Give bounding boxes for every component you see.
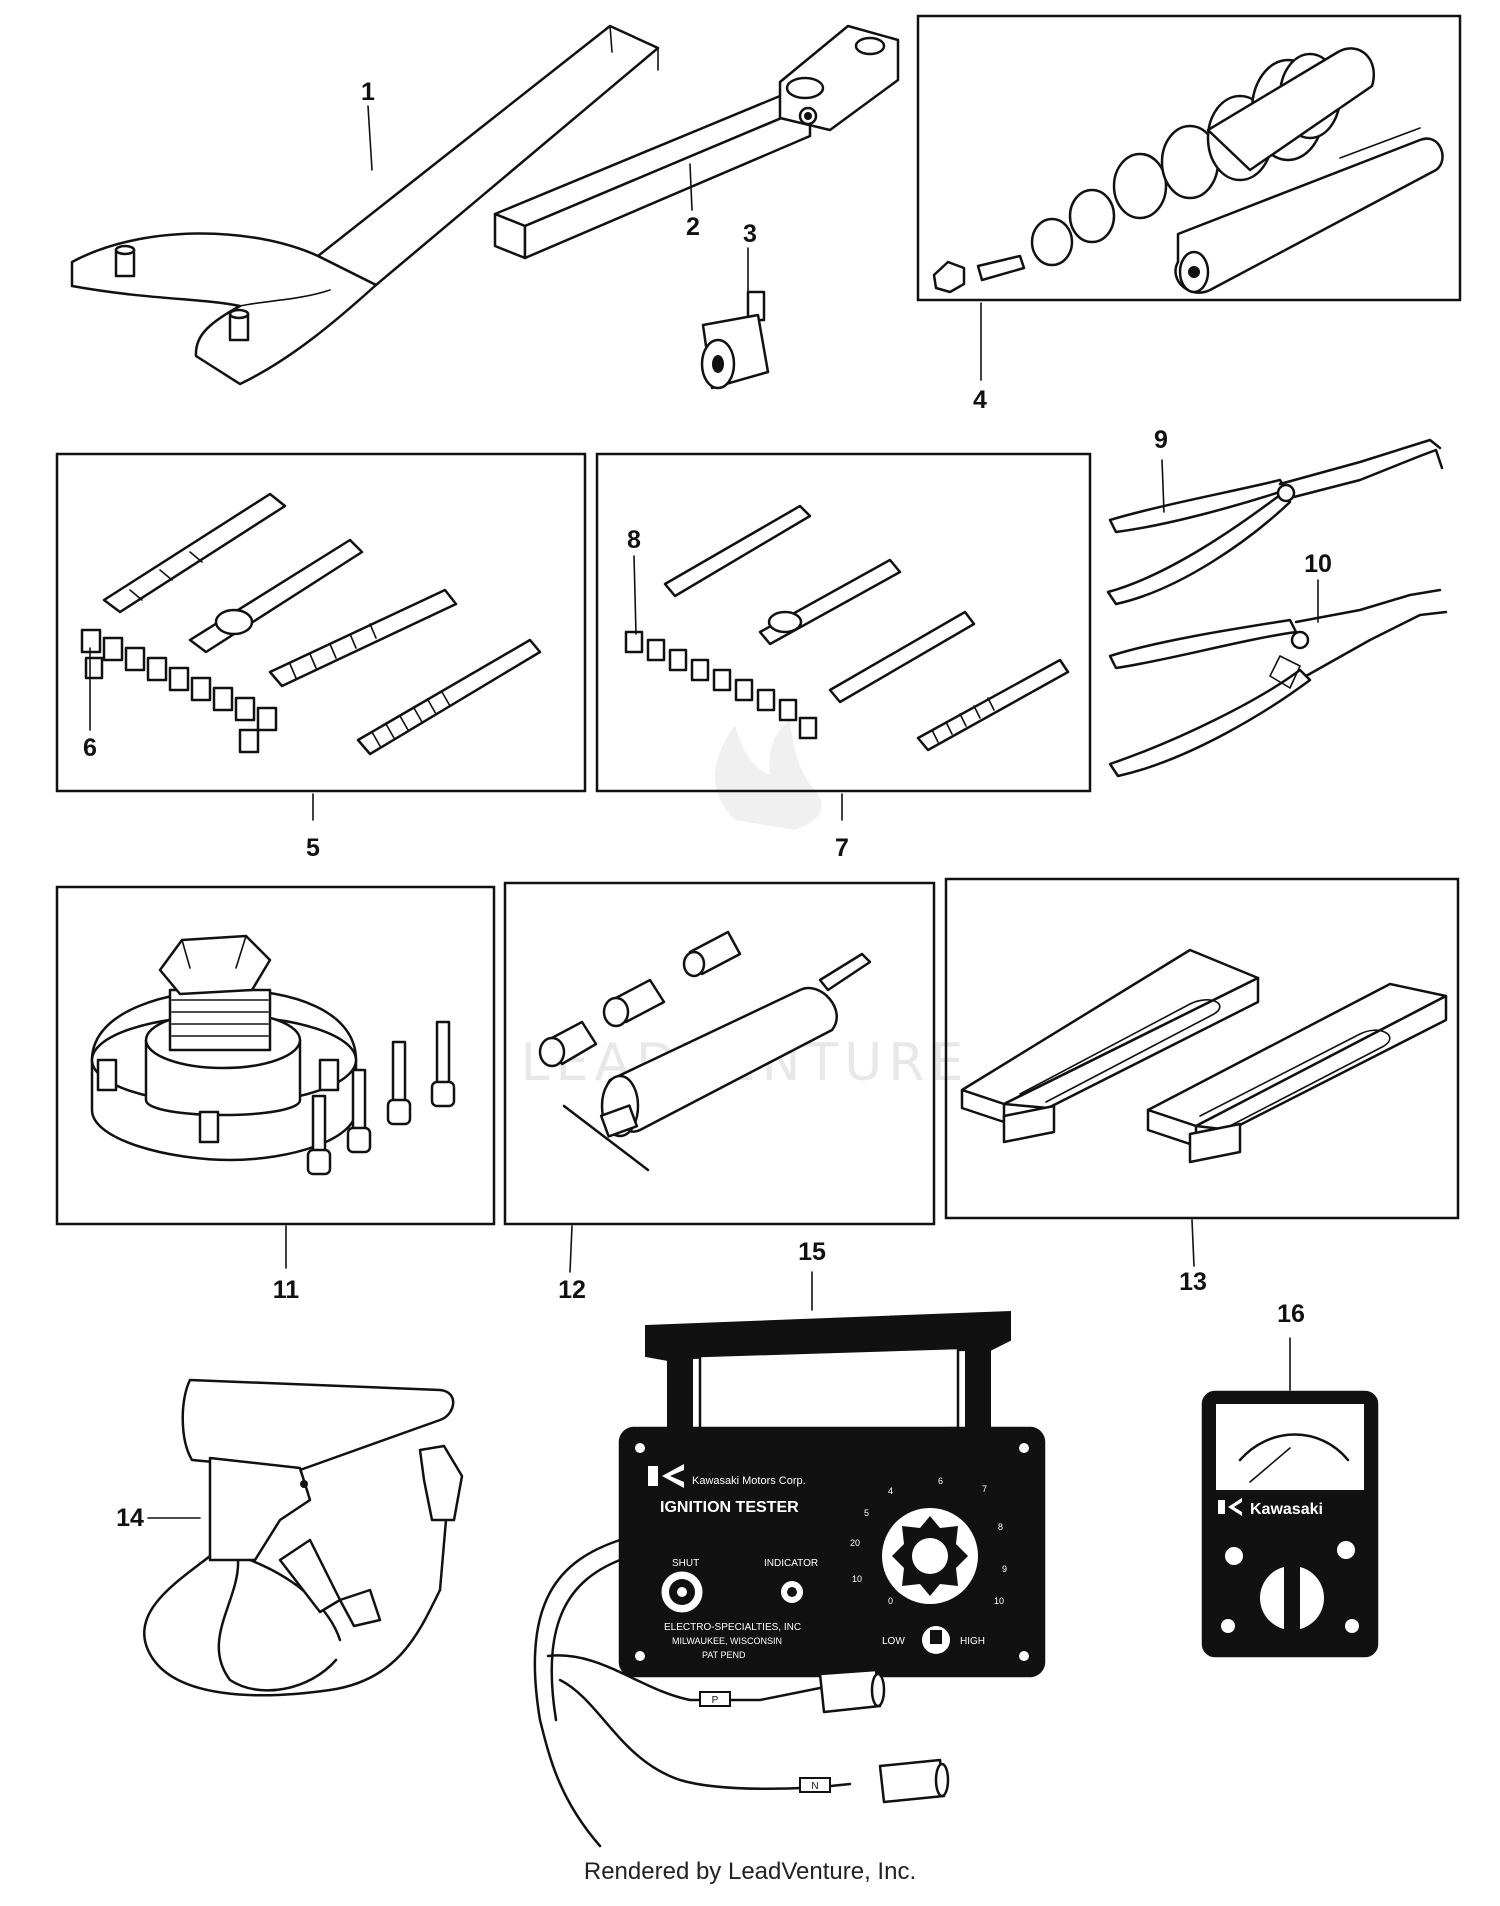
tester-low-label: LOW xyxy=(882,1636,905,1647)
svg-text:20: 20 xyxy=(850,1538,860,1548)
part-16-multimeter: Kawasaki xyxy=(1201,1390,1379,1658)
callout-5: 5 xyxy=(306,834,320,862)
dial-ticks: 4 6 7 5 8 20 9 10 10 0 xyxy=(850,1476,1007,1606)
part-9-circlip-pliers xyxy=(1106,438,1444,606)
svg-text:9: 9 xyxy=(1002,1564,1007,1574)
part-12-slide-hammer xyxy=(538,930,872,1172)
inserts-row-7 xyxy=(624,630,818,740)
box-12 xyxy=(503,881,936,1226)
callout-15: 15 xyxy=(798,1238,826,1266)
tester-title: IGNITION TESTER xyxy=(660,1499,799,1516)
callout-14: 14 xyxy=(116,1504,144,1532)
box-4 xyxy=(916,14,1462,302)
box-5 xyxy=(55,452,587,793)
callout-9: 9 xyxy=(1154,426,1168,454)
part-5-thread-repair-kit xyxy=(80,492,542,756)
callout-10: 10 xyxy=(1304,550,1332,578)
callout-2: 2 xyxy=(686,213,700,241)
callout-11: 11 xyxy=(273,1276,300,1304)
puller-bolts xyxy=(306,1020,456,1176)
tester-maker-line-3: PAT PEND xyxy=(702,1650,746,1660)
leader-lines-row-1 xyxy=(367,105,982,381)
callout-7: 7 xyxy=(835,834,849,862)
lead-n-label: N xyxy=(811,1781,818,1792)
part-1-hook-wrench xyxy=(70,24,660,386)
part-10-circlip-pliers xyxy=(1108,588,1448,778)
svg-text:5: 5 xyxy=(864,1508,869,1518)
part-2-clamp-bar xyxy=(493,24,900,260)
box-7 xyxy=(595,452,1092,793)
box-11 xyxy=(55,885,496,1226)
leader-lines-row-3 xyxy=(285,1219,1195,1273)
part-3-adapter xyxy=(700,290,770,390)
part-15-ignition-tester: Kawasaki Motors Corp. IGNITION TESTER SH… xyxy=(533,1310,1046,1848)
callout-numbers: 1 2 3 4 5 6 7 8 9 10 11 12 13 14 15 16 xyxy=(83,78,1332,1532)
svg-text:4: 4 xyxy=(888,1486,893,1496)
part-11-flywheel-puller xyxy=(90,934,456,1176)
callout-13: 13 xyxy=(1179,1268,1207,1296)
callout-12: 12 xyxy=(558,1276,586,1304)
tester-maker-line-2: MILWAUKEE, WISCONSIN xyxy=(672,1636,782,1646)
part-4-bearing-driver-set xyxy=(932,47,1444,294)
callout-3: 3 xyxy=(743,220,757,248)
tester-indicator-label: INDICATOR xyxy=(764,1558,818,1569)
svg-text:10: 10 xyxy=(852,1574,862,1584)
svg-text:10: 10 xyxy=(994,1596,1004,1606)
lead-p-label: P xyxy=(712,1695,719,1706)
svg-text:8: 8 xyxy=(998,1522,1003,1532)
svg-text:7: 7 xyxy=(982,1484,987,1494)
footer-credit: Rendered by LeadVenture, Inc. xyxy=(583,1858,917,1885)
meter-brand: Kawasaki xyxy=(1250,1501,1323,1518)
tester-switch-label: SHUT xyxy=(672,1558,699,1569)
svg-text:6: 6 xyxy=(938,1476,943,1486)
tester-high-label: HIGH xyxy=(960,1636,985,1647)
part-7-thread-repair-kit xyxy=(624,504,1070,752)
part-13-holder-plates xyxy=(960,948,1448,1164)
leader-lines-row-2 xyxy=(89,459,1319,821)
tester-maker-line-1: ELECTRO-SPECIALTIES, INC xyxy=(664,1622,801,1633)
inserts-row-5 xyxy=(80,628,278,754)
callout-6: 6 xyxy=(83,734,97,762)
callout-4: 4 xyxy=(973,386,987,414)
svg-text:0: 0 xyxy=(888,1596,893,1606)
callout-16: 16 xyxy=(1277,1300,1305,1328)
leader-lines-row-4 xyxy=(147,1271,1291,1519)
callout-1: 1 xyxy=(361,78,375,106)
kawasaki-meter-logo xyxy=(1218,1498,1242,1516)
part-14-timing-light xyxy=(143,1378,464,1697)
box-13 xyxy=(944,877,1460,1220)
kawasaki-logo-mark xyxy=(648,1464,684,1488)
callout-8: 8 xyxy=(627,526,641,554)
tester-brand: Kawasaki Motors Corp. xyxy=(692,1475,806,1487)
